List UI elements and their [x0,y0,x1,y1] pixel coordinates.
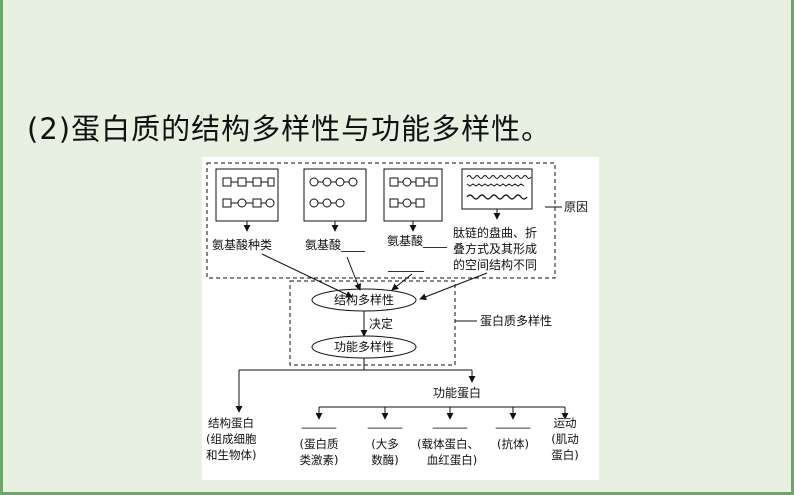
decides-label: 决定 [369,316,393,331]
function-hormone-line2: 类激素) [300,453,339,467]
diversity-label: 蛋白质多样性 [480,313,552,328]
causes-region [206,162,556,279]
function-hormone-blank: ______ [301,415,337,429]
function-movement-line2: (肌动 [551,432,579,446]
cause-amino-acid-number: 氨基酸____ [305,237,366,252]
cause-sequence-blank: ______ [387,258,425,272]
protein-diversity-diagram: 氨基酸种类 氨基酸____ 氨基酸____ ______ 肽链的盘曲、折 叠方式… [202,157,599,480]
diagram-canvas: 氨基酸种类 氨基酸____ 氨基酸____ ______ 肽链的盘曲、折 叠方式… [206,162,588,467]
peptide-folding-box [461,168,533,210]
structural-protein-line1: 结构蛋白 [208,416,254,430]
function-enzyme-line2: 数酶) [371,453,399,467]
slide-heading: (2)蛋白质的结构多样性与功能多样性。 [27,112,552,146]
amino-acid-number-box [303,168,367,222]
structural-protein-line3: 和生物体) [206,448,257,462]
cause-folding-line3: 的空间结构不同 [453,257,537,272]
function-movement-line3: 蛋白) [551,448,579,462]
cause-folding-line1: 肽链的盘曲、折 [453,225,537,240]
function-movement-line1: 运动 [554,416,577,430]
amino-acid-sequence-box [383,168,443,222]
function-hormone-line1: (蛋白质 [300,437,339,451]
cause-amino-acid-type: 氨基酸种类 [212,237,272,252]
function-enzyme-line1: (大多 [371,437,399,451]
causes-label: 原因 [564,200,588,214]
cause-amino-acid-sequence: 氨基酸____ [387,233,448,248]
structural-protein-line2: (组成细胞 [206,432,257,446]
function-antibody-blank: ______ [495,415,531,429]
functional-protein-label: 功能蛋白 [433,385,481,400]
function-transport-line2: 血红蛋白) [427,453,478,467]
function-transport-line1: (载体蛋白、 [417,437,479,451]
amino-acid-type-box [215,168,279,222]
diversity-region [289,280,456,366]
function-diversity-label: 功能多样性 [334,339,394,354]
function-transport-blank: ______ [432,415,468,429]
cause-folding-line2: 叠方式及其形成 [453,241,537,256]
function-enzyme-blank: ______ [367,415,403,429]
function-antibody-line1: (抗体) [497,437,529,451]
structure-diversity-label: 结构多样性 [334,292,394,307]
